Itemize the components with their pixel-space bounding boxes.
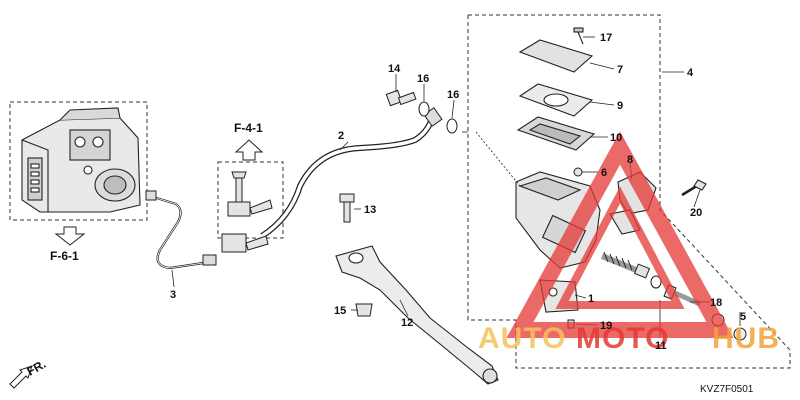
callout-9: 9 — [617, 100, 623, 112]
abs-unit-outline — [9, 101, 148, 221]
callout-16b: 16 — [447, 89, 459, 101]
brake-lever — [335, 245, 499, 385]
ref-arrow-f41 — [234, 139, 264, 161]
watermark-logo — [506, 131, 734, 338]
brake-pipe — [149, 194, 211, 270]
ref-arrow-f61 — [54, 226, 86, 246]
clamp-detail-outline — [217, 161, 284, 239]
reservoir-parts — [516, 27, 596, 151]
callout-14: 14 — [388, 63, 401, 75]
watermark-text-auto: AUTO — [478, 322, 566, 355]
callout-1: 1 — [588, 293, 594, 305]
drawing-code: KVZ7F0501 — [700, 384, 754, 395]
callout-13: 13 — [364, 204, 376, 216]
ref-label-f41: F-4-1 — [234, 121, 263, 135]
front-arrow — [9, 365, 33, 389]
callout-11: 11 — [655, 340, 667, 352]
hose-clamp — [221, 171, 273, 253]
watermark-text-hub: HUB — [712, 322, 780, 355]
callout-18: 17 — [600, 32, 612, 44]
callout-5: 5 — [740, 311, 746, 323]
callout-16a: 16 — [417, 73, 429, 85]
lever-pivot-bolt — [339, 193, 373, 317]
ref-label-f61: F-6-1 — [50, 249, 79, 263]
callout-4: 4 — [687, 67, 694, 79]
callout-17: 18 — [710, 297, 722, 309]
callout-2: 2 — [338, 130, 344, 142]
callout-10: 10 — [610, 132, 622, 144]
callout-12: 12 — [401, 317, 413, 329]
abs-modulator — [21, 107, 141, 213]
callout-15: 15 — [334, 305, 346, 317]
watermark-text-moto: MOTO — [576, 322, 669, 355]
callout-20: 20 — [690, 207, 702, 219]
callout-8: 8 — [627, 154, 633, 166]
callout-3: 3 — [170, 289, 176, 301]
master-cylinder-outline — [467, 14, 791, 369]
callout-6: 6 — [601, 167, 607, 179]
callout-7: 7 — [617, 64, 623, 76]
banjo-bolt — [385, 89, 458, 134]
callout-19: 19 — [600, 320, 612, 332]
